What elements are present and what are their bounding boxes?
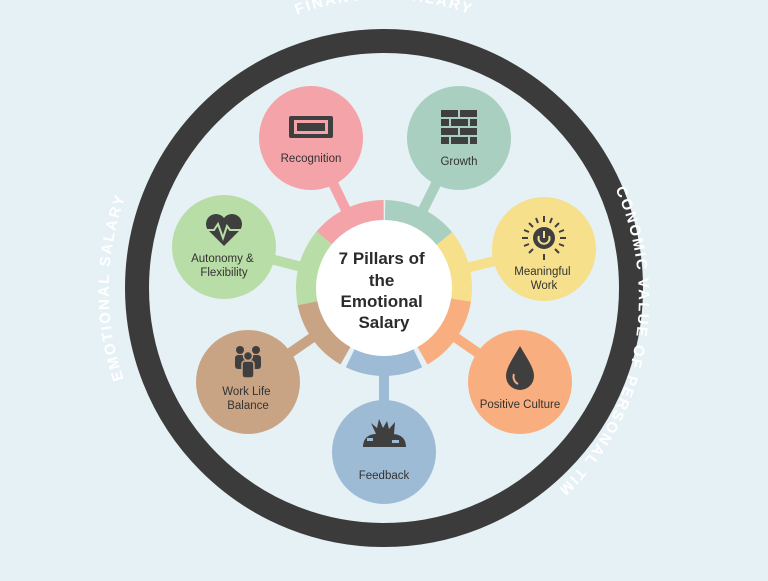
pillar-feedback: Feedback xyxy=(332,400,436,504)
pillar-circle xyxy=(332,400,436,504)
people-group-icon xyxy=(235,346,261,379)
pillar-label: Recognition xyxy=(281,153,342,165)
pillar-meaningful-work: Meaningful Work xyxy=(492,197,596,301)
pillar-circle xyxy=(172,195,276,299)
brick-wall-icon xyxy=(441,110,477,144)
hub-segment-work-life-balance xyxy=(297,298,352,365)
hub-segment-growth xyxy=(384,200,454,248)
hub-segment-feedback xyxy=(345,347,423,376)
hub-segment-autonomy-flexibility xyxy=(296,231,334,306)
pillar-growth: Growth xyxy=(407,86,511,190)
center-title-line: the xyxy=(369,271,395,290)
sun-power-icon xyxy=(522,216,566,260)
hub-segment-recognition xyxy=(314,200,384,248)
pillar-recognition: Recognition xyxy=(259,86,363,190)
pillar-label: Growth xyxy=(440,156,477,168)
center-circle xyxy=(316,220,452,356)
pillar-label: Work Life Balance xyxy=(222,386,274,412)
pillar-label: Feedback xyxy=(359,470,410,482)
pillar-positive-culture: Positive Culture xyxy=(468,330,572,434)
emotional-salary-label: EMOTIONAL SALARY xyxy=(96,191,130,383)
outer-ring xyxy=(125,29,643,547)
hub-segment-positive-culture xyxy=(416,298,471,365)
center-title: 7 Pillars of the Emotional Salary xyxy=(339,249,430,332)
pillar-label: Positive Culture xyxy=(480,399,561,411)
hub-segment-meaningful-work xyxy=(434,232,473,307)
hands-sprout-icon xyxy=(363,419,406,447)
pillar-autonomy-flexibility: Autonomy & Flexibility xyxy=(172,195,276,299)
heartbeat-icon xyxy=(206,214,242,246)
pillar-label: Meaningful Work xyxy=(514,266,573,292)
center-title-line: Emotional xyxy=(341,292,423,311)
pillar-work-life-balance: Work Life Balance xyxy=(196,330,300,434)
drop-icon xyxy=(506,346,534,390)
pillar-label: Autonomy & Flexibility xyxy=(191,253,257,279)
center-title-line: 7 Pillars of xyxy=(339,249,425,268)
hub-segments xyxy=(296,200,473,376)
financial-salary-label: FINANCIAL SALARY xyxy=(292,0,475,18)
pillar-circle xyxy=(196,330,300,434)
center-title-line: Salary xyxy=(358,313,410,332)
award-plaque-icon xyxy=(289,116,333,138)
